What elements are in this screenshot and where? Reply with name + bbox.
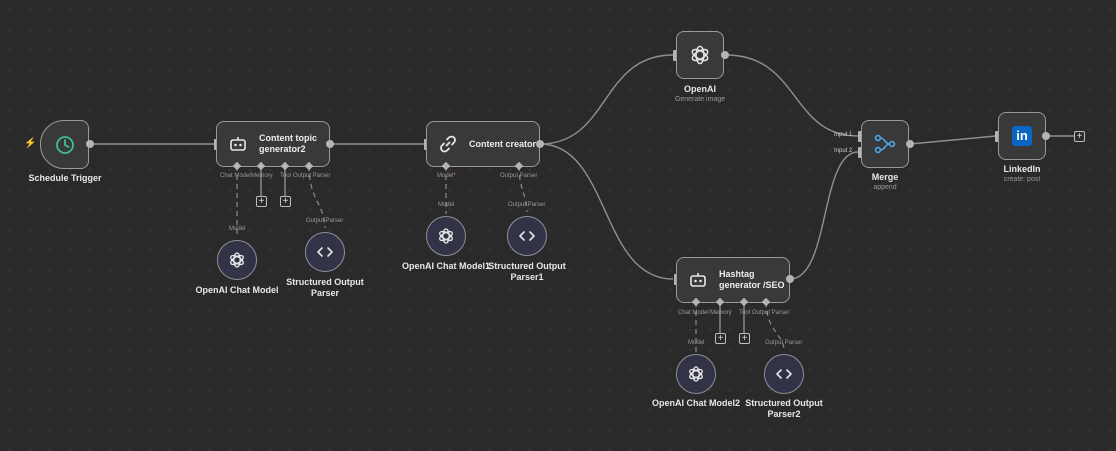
link-icon [439, 135, 457, 153]
merge-label: Merge [871, 172, 899, 182]
schedule-trigger-node[interactable] [40, 120, 89, 169]
openai-chat-model-label: OpenAI Chat Model [195, 285, 279, 295]
merge-subtitle: append [873, 184, 897, 191]
linkedin-output-port[interactable] [1042, 132, 1050, 140]
merge-node[interactable] [861, 120, 909, 168]
connection-creator-to-hashtag [539, 143, 674, 280]
hashtag-generator-output-port[interactable] [786, 275, 794, 283]
hashtag-add-memory-button[interactable]: + [715, 333, 726, 344]
merge-input1-label: Input 1 [834, 132, 853, 138]
content-creator-node[interactable]: Content creator [426, 121, 540, 167]
connection-hashtag-parser [765, 301, 785, 351]
code-icon [317, 246, 333, 258]
linkedin-subtitle: create: post [1003, 176, 1041, 183]
linkedin-add-next-button[interactable]: + [1074, 131, 1085, 142]
structured-output-parser1-label: Structured Output Parser1 [488, 261, 566, 282]
creator-model-port-label: Model* [437, 173, 456, 179]
openai-chat-model2-node[interactable] [676, 354, 716, 394]
topic-generator-title: Content topic generator2 [259, 133, 317, 154]
openai-output-port[interactable] [721, 51, 729, 59]
structured-output-parser2-node[interactable] [764, 354, 804, 394]
openai-chat-model2-label: OpenAI Chat Model2 [651, 398, 740, 408]
creator-output-parser-port-label: Output Parser [500, 173, 538, 179]
openai-label: OpenAI [683, 84, 716, 94]
hashtag-output-parser-port-label: Output Parser [752, 310, 790, 316]
schedule-trigger-output-port[interactable] [86, 140, 94, 148]
openai-node[interactable] [676, 31, 724, 79]
structured-output-parser2-connector-label: Output Parser [765, 340, 803, 346]
merge-icon [874, 134, 896, 154]
linkedin-label: LinkedIn [1003, 164, 1041, 174]
content-creator-output-port[interactable] [536, 140, 544, 148]
hashtag-tool-port-label: Tool [739, 310, 751, 316]
openai-chat-model1-node[interactable] [426, 216, 466, 256]
topic-output-parser-port-label: Output Parser [293, 173, 331, 179]
connection-openai-to-merge [725, 54, 859, 137]
code-icon [519, 230, 535, 242]
structured-output-parser1-connector-label: Output Parser [508, 202, 546, 208]
linkedin-icon: in [1012, 126, 1032, 146]
linkedin-node[interactable]: in [998, 112, 1046, 160]
openai-icon [687, 365, 705, 383]
structured-output-parser2-label: Structured Output Parser2 [745, 398, 823, 419]
openai-chat-model-node[interactable] [217, 240, 257, 280]
connection-hashtag-to-merge [789, 151, 859, 280]
openai-chat-model1-connector-label: Model [438, 202, 455, 208]
merge-input1-port[interactable] [858, 131, 862, 142]
topic-add-tool-button[interactable]: + [280, 196, 291, 207]
merge-input2-port[interactable] [858, 147, 862, 158]
structured-output-parser-node[interactable] [305, 232, 345, 272]
openai-chat-model-connector-label: Model [229, 226, 246, 232]
structured-output-parser-label: Structured Output Parser [286, 277, 364, 298]
topic-tool-port-label: Tool [280, 173, 292, 179]
connection-merge-to-linkedin [909, 135, 997, 145]
robot-icon [229, 136, 247, 152]
connection-creator-to-openai [539, 54, 674, 145]
hashtag-generator-title: Hashtag generator /SEO [719, 269, 785, 290]
openai-chat-model1-label: OpenAI Chat Model1 [401, 261, 490, 271]
merge-input2-label: Input 2 [834, 148, 853, 154]
structured-output-parser-connector-label: Output Parser [306, 218, 344, 224]
topic-add-memory-button[interactable]: + [256, 196, 267, 207]
content-topic-generator-node[interactable]: Content topic generator2 [216, 121, 330, 167]
merge-output-port[interactable] [906, 140, 914, 148]
openai-icon [437, 227, 455, 245]
structured-output-parser1-node[interactable] [507, 216, 547, 256]
connection-topic-parser [308, 165, 326, 229]
linkedin-input-port[interactable] [995, 131, 999, 142]
robot-icon [689, 272, 707, 288]
schedule-trigger-label: Schedule Trigger [28, 173, 102, 183]
openai-chat-model2-connector-label: Model [688, 340, 705, 346]
hashtag-chat-model-port-label: Chat Model [678, 310, 709, 316]
trigger-bolt-icon: ⚡ [24, 138, 37, 149]
content-creator-title: Content creator [469, 138, 537, 149]
code-icon [776, 368, 792, 380]
openai-icon [689, 44, 711, 66]
hashtag-generator-node[interactable]: Hashtag generator /SEO [676, 257, 790, 303]
topic-chat-model-port-label: Chat Model [220, 173, 251, 179]
hashtag-memory-port-label: Memory [710, 310, 732, 316]
openai-icon [228, 251, 246, 269]
clock-icon [55, 135, 75, 155]
hashtag-add-tool-button[interactable]: + [739, 333, 750, 344]
openai-subtitle: Generate image [674, 96, 726, 103]
topic-memory-port-label: Memory [251, 173, 273, 179]
topic-generator-output-port[interactable] [326, 140, 334, 148]
openai-input-port[interactable] [673, 50, 677, 61]
